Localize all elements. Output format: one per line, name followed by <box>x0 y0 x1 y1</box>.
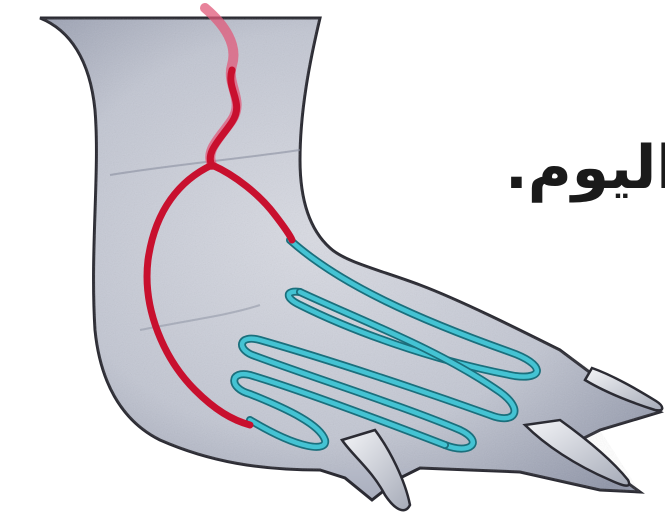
caption-text: اليوم. <box>505 138 665 198</box>
